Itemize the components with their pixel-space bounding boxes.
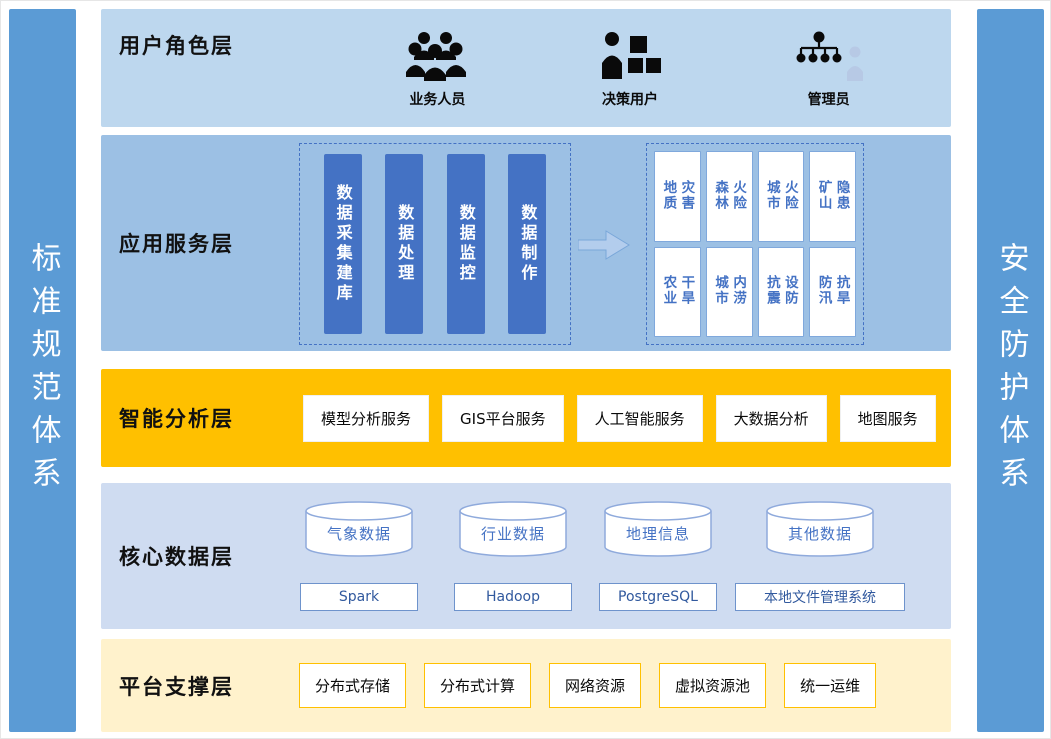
scenario-box: 防汛抗旱 bbox=[809, 246, 856, 337]
database-cylinder-icon: 其他数据 bbox=[761, 499, 879, 559]
resource-box: 虚拟资源池 bbox=[659, 663, 767, 708]
database-cylinder-icon: 地理信息 bbox=[599, 499, 717, 559]
scenario-label: 地质灾害 bbox=[660, 179, 695, 211]
org-chart-person-icon bbox=[792, 29, 866, 87]
process-box: 数据处理 bbox=[385, 154, 424, 334]
person-blocks-icon bbox=[599, 29, 661, 87]
database-label: 气象数据 bbox=[326, 525, 391, 543]
role-label: 决策用户 bbox=[601, 92, 658, 108]
service-box: 地图服务 bbox=[839, 394, 936, 442]
process-box: 数据采集建库 bbox=[323, 154, 362, 334]
scenario-box: 抗震设防 bbox=[757, 246, 805, 337]
right-pillar-security: 安全防护体系 bbox=[977, 9, 1044, 732]
store-box: 本地文件管理系统 bbox=[735, 583, 905, 611]
scenario-label: 抗震设防 bbox=[763, 275, 798, 307]
right-pillar-label: 安全防护体系 bbox=[993, 241, 1029, 500]
resource-box: 网络资源 bbox=[549, 663, 642, 708]
store-box: Hadoop bbox=[454, 583, 572, 611]
service-box: GIS平台服务 bbox=[442, 394, 564, 442]
layer-user-role: 用户角色层 业务人员 bbox=[101, 9, 951, 127]
scenario-box: 农业干旱 bbox=[654, 246, 701, 337]
process-label: 数据处理 bbox=[395, 204, 415, 284]
store-box: Spark bbox=[300, 583, 418, 611]
service-box: 大数据分析 bbox=[715, 394, 827, 442]
database-label: 其他数据 bbox=[787, 525, 852, 543]
store-box: PostgreSQL bbox=[599, 583, 717, 611]
people-group-icon bbox=[406, 29, 468, 87]
data-column: 行业数据 Hadoop bbox=[453, 483, 573, 629]
layer-title: 平台支撑层 bbox=[119, 674, 234, 699]
roles-row: 业务人员 决策用户 bbox=[341, 15, 931, 123]
scenario-label: 矿山隐患 bbox=[815, 179, 850, 211]
layer-title: 智能分析层 bbox=[119, 407, 234, 431]
layer-title: 用户角色层 bbox=[119, 34, 234, 58]
process-group: 数据采集建库 数据处理 数据监控 数据制作 bbox=[299, 143, 571, 345]
role-decision-users: 决策用户 bbox=[599, 29, 661, 109]
scenario-box: 城市火险 bbox=[757, 151, 805, 242]
process-box: 数据制作 bbox=[508, 154, 547, 334]
right-arrow-icon bbox=[577, 229, 630, 261]
scenario-box: 地质灾害 bbox=[654, 151, 701, 242]
resources-row: 分布式存储 分布式计算 网络资源 虚拟资源池 统一运维 bbox=[299, 639, 935, 732]
services-row: 模型分析服务 GIS平台服务 人工智能服务 大数据分析 地图服务 bbox=[303, 369, 936, 467]
resource-box: 分布式计算 bbox=[424, 663, 532, 708]
scenario-label: 城市内涝 bbox=[712, 275, 747, 307]
layer-title: 核心数据层 bbox=[119, 545, 234, 569]
scenario-label: 防汛抗旱 bbox=[815, 275, 850, 307]
process-label: 数据监控 bbox=[456, 204, 476, 284]
layer-core-data: 核心数据层 气象数据 Spark 行业数据 Hadoop bbox=[101, 483, 951, 629]
database-label: 行业数据 bbox=[480, 525, 545, 543]
layer-platform-support: 平台支撑层 分布式存储 分布式计算 网络资源 虚拟资源池 统一运维 bbox=[101, 639, 951, 732]
layer-title: 应用服务层 bbox=[119, 232, 234, 256]
service-box: 人工智能服务 bbox=[576, 394, 703, 442]
service-box: 模型分析服务 bbox=[303, 394, 430, 442]
role-administrator: 管理员 bbox=[792, 29, 866, 109]
process-label: 数据采集建库 bbox=[333, 184, 353, 304]
process-box: 数据监控 bbox=[446, 154, 485, 334]
scenario-label: 森林火险 bbox=[712, 179, 747, 211]
data-column: 其他数据 本地文件管理系统 bbox=[734, 483, 906, 629]
process-label: 数据制作 bbox=[518, 204, 538, 284]
scenario-group: 地质灾害 森林火险 城市火险 矿山隐患 农业干旱 城市内涝 抗震设防 防汛抗旱 bbox=[646, 143, 864, 345]
scenario-box: 城市内涝 bbox=[705, 246, 753, 337]
data-column: 气象数据 Spark bbox=[299, 483, 419, 629]
data-column: 地理信息 PostgreSQL bbox=[598, 483, 718, 629]
layer-application-service: 应用服务层 数据采集建库 数据处理 数据监控 数据制作 地质灾害 bbox=[101, 135, 951, 351]
role-label: 业务人员 bbox=[409, 92, 466, 108]
resource-box: 分布式存储 bbox=[299, 663, 407, 708]
database-cylinder-icon: 行业数据 bbox=[454, 499, 572, 559]
database-cylinder-icon: 气象数据 bbox=[300, 499, 418, 559]
scenario-label: 城市火险 bbox=[763, 179, 798, 211]
role-business-users: 业务人员 bbox=[406, 29, 468, 109]
database-label: 地理信息 bbox=[625, 525, 690, 543]
scenario-box: 矿山隐患 bbox=[809, 151, 856, 242]
layer-intelligent-analysis: 智能分析层 模型分析服务 GIS平台服务 人工智能服务 大数据分析 地图服务 bbox=[101, 369, 951, 467]
role-label: 管理员 bbox=[807, 92, 850, 108]
scenario-box: 森林火险 bbox=[705, 151, 753, 242]
left-pillar-label: 标准规范体系 bbox=[25, 241, 61, 500]
scenario-label: 农业干旱 bbox=[660, 275, 695, 307]
left-pillar-standards: 标准规范体系 bbox=[9, 9, 76, 732]
resource-box: 统一运维 bbox=[784, 663, 877, 708]
